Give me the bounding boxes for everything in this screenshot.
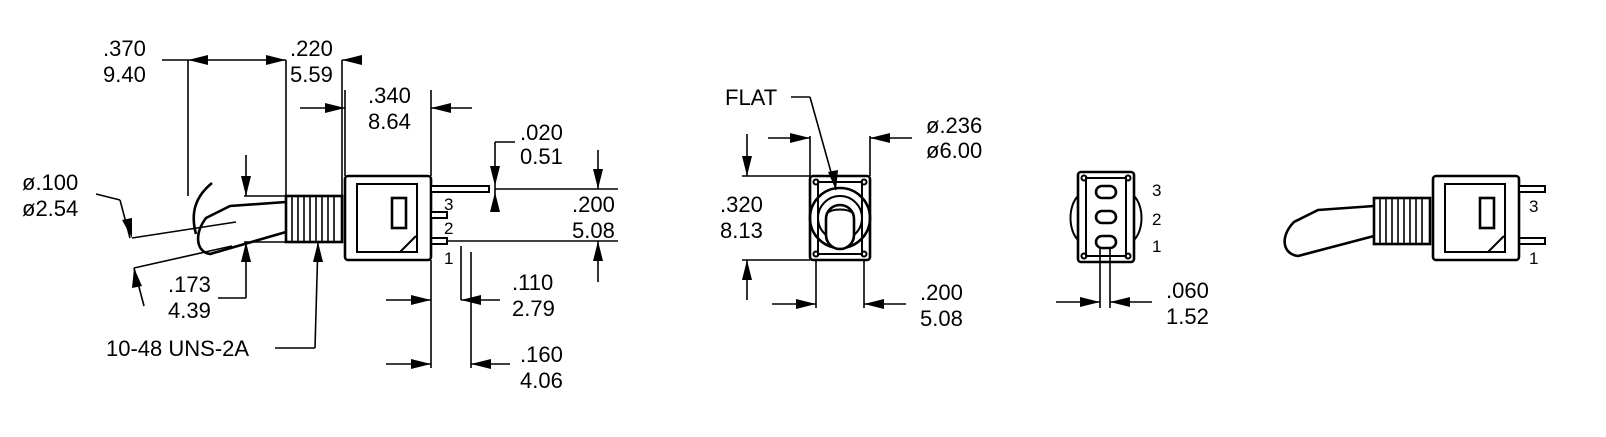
- terminal-2-label-1: 1: [1529, 249, 1538, 268]
- terminal-label-2: 2: [444, 219, 453, 238]
- terminal-1: [431, 237, 448, 245]
- side-view: 3 2 1 .370 9.40 .220 5.59 .340 8.64 .020…: [22, 36, 618, 393]
- bottom-terminal-2: [1094, 209, 1118, 225]
- dim-tab-mm: 0.51: [520, 144, 563, 169]
- actuator-window: [390, 196, 408, 230]
- dim-spacing-in: .060: [1166, 278, 1209, 303]
- bottom-label-3: 3: [1152, 181, 1161, 200]
- dim-front-dia-in: ø.236: [926, 113, 982, 138]
- dim-term2-mm: 4.06: [520, 368, 563, 393]
- front-view: FLAT ø.236 ø6.00 .320 8.13 .200 5.08: [720, 85, 982, 331]
- dim-overall-in: .370: [103, 36, 146, 61]
- side-view-2: 3 1: [1283, 174, 1546, 268]
- dim-bushing-dia-mm: 4.39: [168, 298, 211, 323]
- thread-label: 10-48 UNS-2A: [106, 336, 249, 361]
- bottom-body: [1076, 170, 1136, 264]
- dim-front-width-mm: 5.08: [920, 306, 963, 331]
- flat-label: FLAT: [725, 85, 777, 110]
- dim-front-width-in: .200: [920, 280, 963, 305]
- dim-term-in: .110: [512, 270, 553, 295]
- body-inner: [356, 183, 418, 253]
- dim-bushing-in: .220: [290, 36, 333, 61]
- terminal-2: [430, 211, 448, 219]
- bottom-view: 3 2 1 .060 1.52: [1056, 170, 1209, 329]
- switch-body-2: [1431, 174, 1521, 262]
- bottom-terminal-3: [1094, 184, 1118, 200]
- terminal-2-label-3: 3: [1529, 197, 1538, 216]
- dim-spacing-mm: 1.52: [1166, 304, 1209, 329]
- dim-front-height-in: .320: [720, 192, 763, 217]
- dim-body-mm: 8.64: [368, 109, 411, 134]
- terminal-2-3: [1518, 185, 1546, 193]
- dim-bushing-dia-in: .173: [168, 272, 211, 297]
- bottom-label-1: 1: [1152, 237, 1161, 256]
- bushing: [284, 194, 344, 244]
- terminal-label-3: 3: [444, 195, 453, 214]
- bushing-threads: [291, 196, 335, 242]
- bottom-terminal-1: [1094, 234, 1118, 250]
- dim-height-mm: 5.08: [572, 218, 615, 243]
- dim-term2-in: .160: [520, 342, 563, 367]
- dim-front-height-mm: 8.13: [720, 218, 763, 243]
- dim-lever-dia-in: ø.100: [22, 170, 78, 195]
- terminal-2-1: [1519, 237, 1546, 245]
- dim-front-dia-mm: ø6.00: [926, 138, 982, 163]
- lever: [196, 200, 287, 256]
- front-lever: [824, 203, 856, 251]
- dim-tab-in: .020: [520, 120, 563, 145]
- dim-term-mm: 2.79: [512, 296, 555, 321]
- bottom-label-2: 2: [1152, 210, 1161, 229]
- lever-2: [1283, 204, 1375, 258]
- dim-height-in: .200: [572, 192, 615, 217]
- terminal-3: [430, 185, 490, 193]
- dim-bushing-mm: 5.59: [290, 62, 333, 87]
- bushing-2: [1372, 196, 1432, 246]
- terminal-label-1: 1: [444, 249, 453, 268]
- dim-body-in: .340: [368, 83, 411, 108]
- dim-overall-mm: 9.40: [103, 62, 146, 87]
- bushing-2-threads: [1379, 198, 1423, 244]
- dim-lever-dia-mm: ø2.54: [22, 196, 78, 221]
